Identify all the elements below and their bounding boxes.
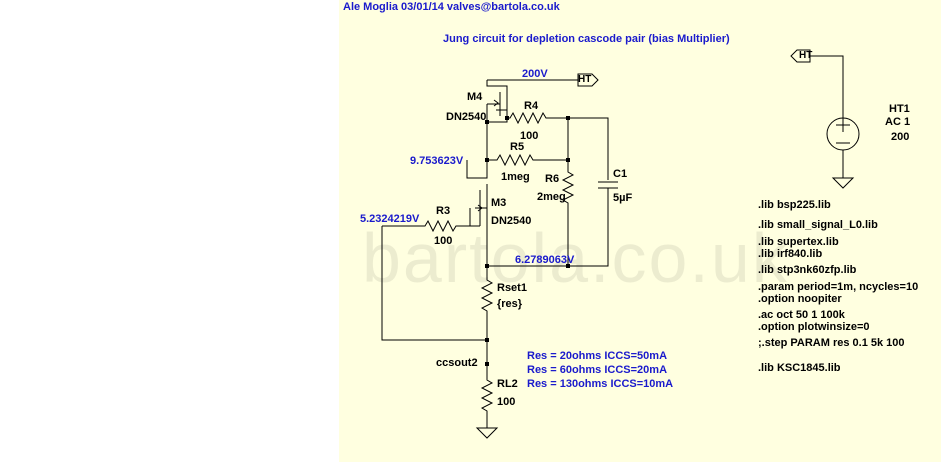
ht1-plus-minus: [836, 118, 850, 144]
resistor-r4: [507, 111, 568, 125]
resistor-rset1: [480, 266, 494, 340]
r6-ref: R6: [545, 173, 560, 185]
c1-value: 5µF: [613, 192, 633, 204]
wire-c1-bottom: [568, 188, 609, 267]
spice-directive: .lib irf840.lib: [758, 248, 823, 260]
ht1-dc: 200: [891, 131, 910, 143]
wire-ht1: [810, 55, 844, 178]
resistor-r6: [561, 160, 575, 266]
junction-dot: [485, 264, 489, 268]
note-line: Res = 60ohms ICCS=20mA: [527, 364, 668, 376]
net-node-voltage: 6.2789063V: [515, 254, 575, 266]
m3-arrow: [477, 204, 483, 212]
r3-ref: R3: [436, 205, 451, 217]
resistor-rl2: [480, 374, 494, 428]
c1-ref: C1: [613, 168, 628, 180]
ht-flag-right-label: HT: [799, 50, 813, 61]
ht1-ref: HT1: [889, 103, 910, 115]
m4-ref: M4: [467, 91, 483, 103]
ground-symbol-right: [831, 177, 855, 189]
net-m3-drain-voltage: 9.753623V: [410, 155, 464, 167]
junction-dot: [485, 120, 489, 124]
r4-value: 100: [520, 130, 539, 142]
ht-flag-shape: [577, 73, 599, 87]
spice-directive: .lib stp3nk60zfp.lib: [758, 264, 857, 276]
r3-value: 100: [434, 235, 453, 247]
spice-directive: .lib KSC1845.lib: [758, 362, 841, 374]
r6-value: 2meg: [537, 191, 566, 203]
spice-directive: .option plotwinsize=0: [758, 321, 870, 333]
spice-directive: .lib supertex.lib: [758, 236, 839, 248]
m3-ref: M3: [491, 197, 507, 209]
wire-m4-source: [486, 104, 508, 123]
spice-directive: .param period=1m, ncycles=10: [758, 281, 919, 293]
r5-ref: R5: [510, 141, 525, 153]
junction-dot: [485, 338, 489, 342]
net-ht-voltage: 200V: [522, 68, 548, 80]
r4-ref: R4: [524, 100, 539, 112]
rl2-value: 100: [497, 396, 516, 408]
ground-symbol: [475, 427, 499, 439]
m3-body: [469, 207, 487, 226]
junction-dot: [566, 264, 570, 268]
junction-dot: [485, 362, 489, 366]
wire-left-loop: [381, 226, 487, 341]
circuit-title: Jung circuit for depletion cascode pair …: [443, 33, 730, 45]
resistor-r3: [382, 219, 470, 233]
ht1-ac: AC 1: [885, 116, 911, 128]
ht-flag-right-shape: [790, 49, 811, 63]
resistor-r5: [487, 153, 568, 167]
r5-value: 1meg: [501, 171, 530, 183]
wire-r4-node: [568, 117, 609, 180]
m3-part: DN2540: [491, 215, 532, 227]
net-ccsout-label: ccsout2: [436, 357, 478, 369]
note-line: Res = 130ohms ICCS=10mA: [527, 378, 674, 390]
rl2-ref: RL2: [497, 378, 518, 390]
watermark: bartola.co.uk: [362, 219, 789, 297]
rset1-value: {res}: [497, 298, 523, 310]
junction-dot: [566, 158, 570, 162]
wire-m3-drain: [466, 160, 488, 179]
author-header: Ale Moglia 03/01/14 valves@bartola.co.uk: [343, 1, 560, 13]
schematic-sheet: [339, 0, 941, 462]
note-line: Res = 20ohms ICCS=50mA: [527, 350, 668, 362]
m4-part: DN2540: [446, 111, 487, 123]
ht-flag-label: HT: [578, 74, 592, 85]
spice-directive: .option noopiter: [758, 293, 842, 305]
spice-directive: .lib bsp225.lib: [758, 199, 831, 211]
capacitor-c1: [598, 181, 618, 189]
spice-directive: .lib small_signal_L0.lib: [758, 219, 878, 231]
wire-m4-drain: [486, 80, 508, 100]
junction-dot: [505, 116, 509, 120]
spice-directive: ;.step PARAM res 0.1 5k 100: [758, 337, 905, 349]
rset1-ref: Rset1: [497, 282, 527, 294]
m4-arrow: [493, 99, 499, 107]
m4-gate: [487, 92, 501, 116]
spice-directive: .ac oct 50 1 100k: [758, 309, 845, 321]
net-m3-gate-voltage: 5.2324219V: [360, 213, 420, 225]
junction-dot: [485, 158, 489, 162]
junction-dot: [566, 116, 570, 120]
